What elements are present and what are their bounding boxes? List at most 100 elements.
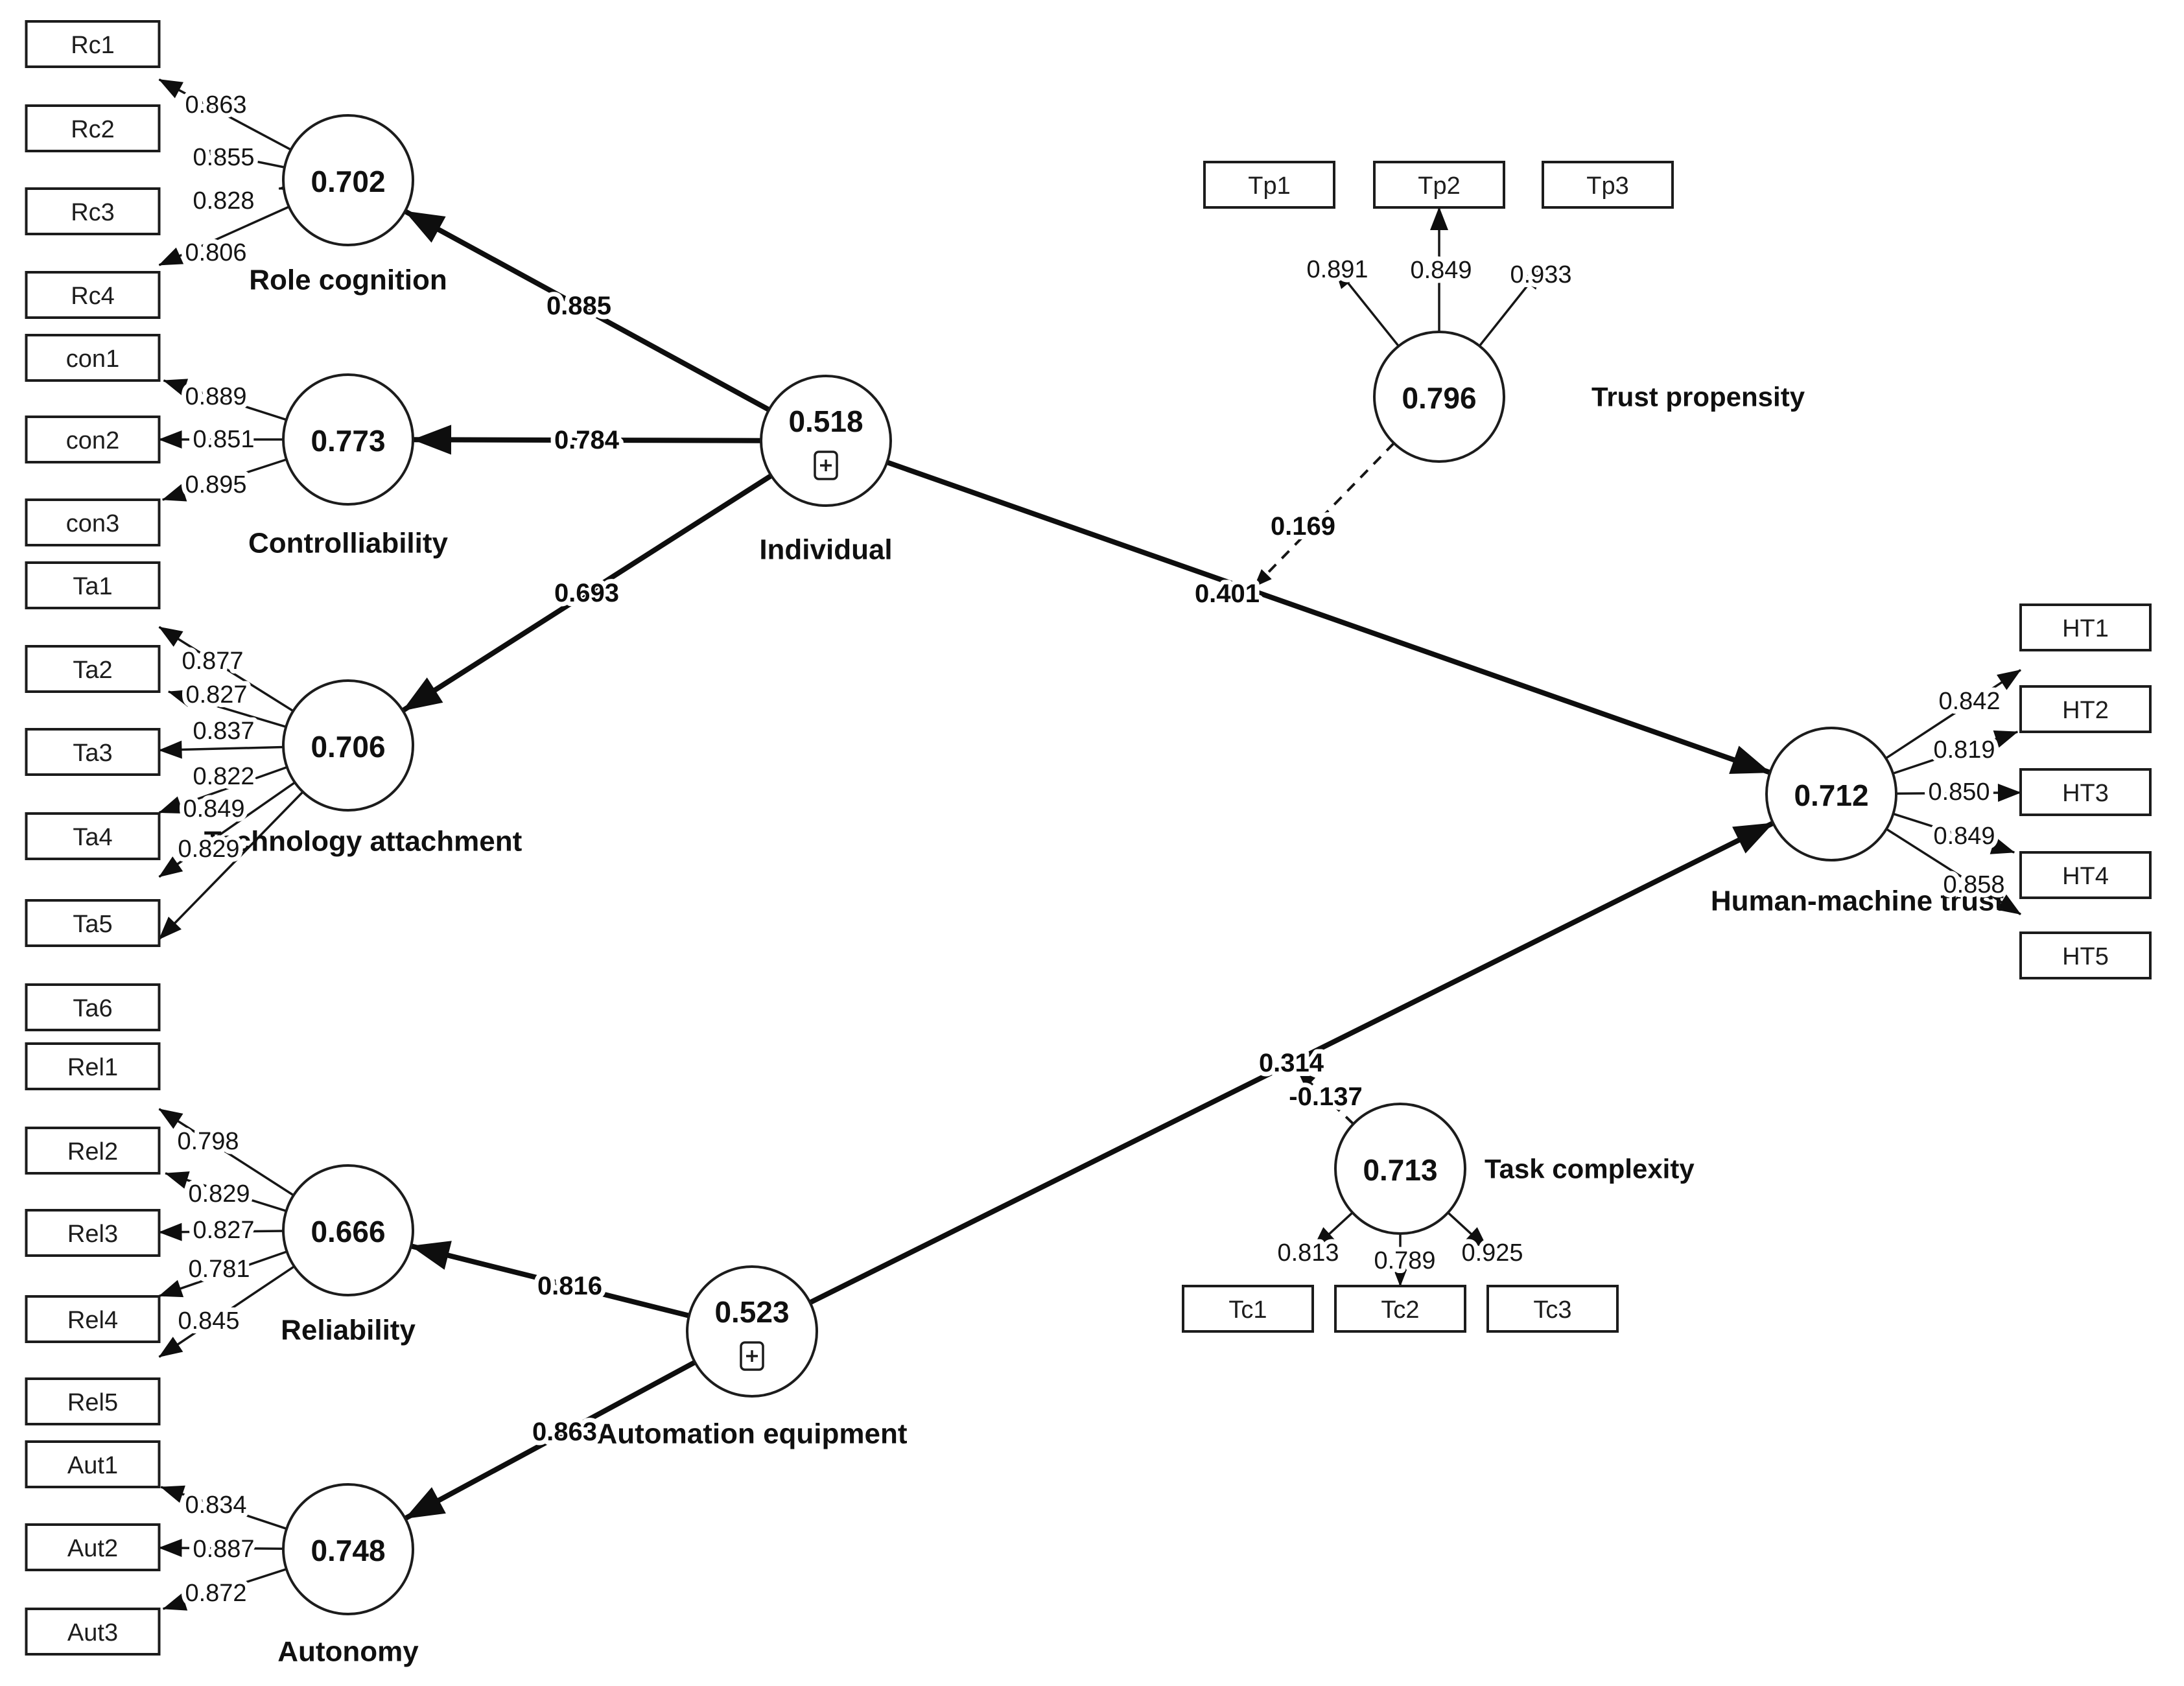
- path-coefficient-individual-technology_attachment: 0.693: [554, 579, 619, 607]
- latent-technology_attachment[interactable]: [282, 679, 414, 812]
- indicator-Rc3[interactable]: [25, 187, 161, 235]
- loading-value-Rel3: 0.827: [193, 1217, 254, 1244]
- path-coefficient-automation_equipment-autonomy: 0.863: [532, 1418, 597, 1446]
- loading-edge-Ta3: [158, 740, 284, 759]
- indicator-Tc1[interactable]: [1182, 1285, 1314, 1333]
- latent-value-task_complexity: 0.713: [1363, 1153, 1437, 1187]
- path-coefficient-individual-human_machine_trust: 0.401: [1195, 580, 1260, 608]
- latent-task_complexity[interactable]: [1334, 1103, 1466, 1235]
- loading-value-con1: 0.889: [185, 383, 246, 410]
- indicator-Rel2[interactable]: [25, 1127, 161, 1175]
- indicator-label-Tp3: Tp3: [1586, 172, 1628, 200]
- path-coefficient-individual-controllability: 0.784: [554, 426, 620, 454]
- indicator-label-Rel1: Rel1: [67, 1054, 118, 1081]
- indicator-Ta6[interactable]: [25, 983, 161, 1031]
- latent-name-automation_equipment: Automation equipment: [596, 1418, 907, 1450]
- indicator-Ta1[interactable]: [25, 561, 161, 609]
- indicator-label-Rel2: Rel2: [67, 1138, 118, 1165]
- moderation-edge-task_complexity: [1297, 1070, 1355, 1125]
- loading-edge-HT4: [1892, 812, 2015, 854]
- indicator-Aut2[interactable]: [25, 1523, 161, 1571]
- indicator-Tp3[interactable]: [1542, 161, 1674, 209]
- indicator-Rc1[interactable]: [25, 20, 161, 68]
- latent-value-individual: 0.518: [788, 404, 863, 438]
- loading-value-Tc2: 0.789: [1374, 1247, 1435, 1274]
- path-coefficient-automation_equipment-human_machine_trust: 0.314: [1259, 1049, 1324, 1077]
- indicator-Rel1[interactable]: [25, 1042, 161, 1090]
- loading-edge-HT5: [1885, 828, 2021, 915]
- latent-human_machine_trust[interactable]: [1765, 727, 1897, 861]
- loading-value-Ta2: 0.827: [185, 681, 247, 708]
- path-edge-individual-role_cognition: [403, 209, 771, 412]
- loading-edge-HT1: [1885, 669, 2021, 760]
- indicator-Tp1[interactable]: [1203, 161, 1335, 209]
- latent-autonomy[interactable]: [282, 1483, 414, 1615]
- path-coefficient-automation_equipment-reliability: 0.816: [537, 1272, 602, 1300]
- plus-icon: [740, 1341, 764, 1371]
- indicator-label-Rel5: Rel5: [67, 1389, 118, 1416]
- loading-value-Rel1: 0.798: [177, 1128, 239, 1155]
- indicator-HT1[interactable]: [2019, 603, 2152, 651]
- latent-value-autonomy: 0.748: [311, 1534, 385, 1567]
- latent-name-controllability: Controlliability: [248, 528, 449, 559]
- latent-controllability[interactable]: [282, 373, 414, 506]
- loading-value-Ta4: 0.822: [193, 763, 254, 790]
- loading-edge-Aut2: [158, 1539, 284, 1558]
- indicator-label-Rc3: Rc3: [71, 199, 115, 226]
- indicator-label-HT5: HT5: [2062, 943, 2109, 970]
- plus-icon: [814, 451, 838, 480]
- latent-individual[interactable]: [760, 375, 892, 507]
- moderation-edge-trust_propensity: [1253, 442, 1395, 588]
- indicator-HT2[interactable]: [2019, 685, 2152, 733]
- indicator-Rel5[interactable]: [25, 1377, 161, 1425]
- latent-automation_equipment[interactable]: [686, 1265, 818, 1398]
- latent-name-autonomy: Autonomy: [277, 1636, 419, 1668]
- loading-value-con2: 0.851: [193, 426, 254, 453]
- indicator-HT4[interactable]: [2019, 851, 2152, 899]
- path-edge-automation_equipment-human_machine_trust: [808, 821, 1774, 1305]
- indicator-Tc3[interactable]: [1486, 1285, 1619, 1333]
- loading-value-Rc1: 0.863: [185, 91, 246, 119]
- loading-value-Aut3: 0.872: [185, 1580, 246, 1607]
- indicator-Rel3[interactable]: [25, 1209, 161, 1257]
- indicator-con3[interactable]: [25, 498, 161, 546]
- latent-role_cognition[interactable]: [282, 114, 414, 246]
- loading-value-HT3: 0.850: [1928, 779, 1990, 806]
- latent-value-role_cognition: 0.702: [311, 165, 385, 198]
- indicator-Ta5[interactable]: [25, 899, 161, 947]
- indicator-Rc4[interactable]: [25, 271, 161, 319]
- loading-value-Aut1: 0.834: [185, 1492, 246, 1519]
- indicator-label-con2: con2: [66, 427, 119, 454]
- loading-edge-Tp1: [1333, 264, 1400, 347]
- latent-name-role_cognition: Role cognition: [249, 264, 447, 296]
- path-edge-automation_equipment-reliability: [410, 1241, 690, 1318]
- indicator-Aut1[interactable]: [25, 1440, 161, 1488]
- indicator-Ta2[interactable]: [25, 645, 161, 693]
- latent-trust_propensity[interactable]: [1373, 331, 1505, 463]
- indicator-HT3[interactable]: [2019, 768, 2152, 816]
- indicator-Ta3[interactable]: [25, 728, 161, 776]
- loading-value-Ta5: 0.849: [183, 795, 244, 823]
- indicator-Tc2[interactable]: [1334, 1285, 1466, 1333]
- loading-edge-Tp3: [1478, 265, 1544, 347]
- indicator-Aut3[interactable]: [25, 1608, 161, 1656]
- indicator-HT5[interactable]: [2019, 931, 2152, 979]
- indicator-label-Rel3: Rel3: [67, 1221, 118, 1248]
- loading-edge-Rc2: [204, 146, 285, 169]
- loading-value-Rc2: 0.855: [193, 144, 254, 171]
- indicator-con1[interactable]: [25, 334, 161, 382]
- loading-edge-Aut1: [160, 1485, 287, 1530]
- indicator-Rel4[interactable]: [25, 1295, 161, 1343]
- latent-reliability[interactable]: [282, 1164, 414, 1296]
- loading-value-Rel5: 0.845: [178, 1307, 239, 1335]
- loading-value-Tc3: 0.925: [1461, 1239, 1523, 1267]
- loading-edge-Rel2: [165, 1171, 287, 1212]
- indicator-Tp2[interactable]: [1373, 161, 1505, 209]
- indicator-Rc2[interactable]: [25, 104, 161, 152]
- indicator-Ta4[interactable]: [25, 812, 161, 860]
- latent-value-automation_equipment: 0.523: [714, 1295, 789, 1329]
- indicator-con2[interactable]: [25, 416, 161, 463]
- loading-value-HT2: 0.819: [1933, 736, 1995, 764]
